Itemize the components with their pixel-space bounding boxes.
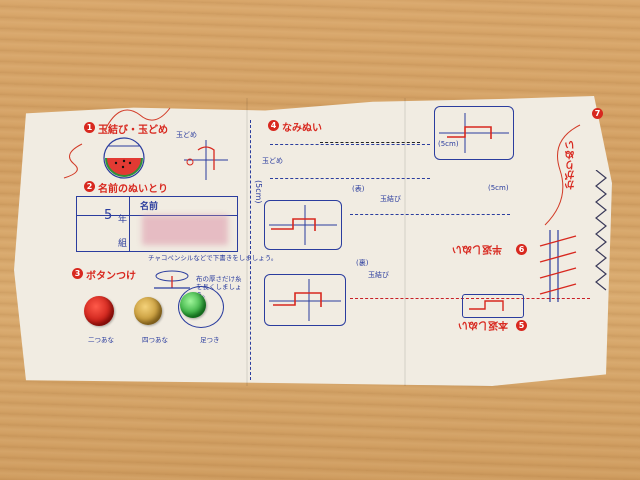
button-label-two-holes: 二つあな	[88, 336, 114, 344]
knot-diagram	[176, 140, 236, 180]
class-label: 組	[118, 239, 128, 249]
tamadome-label: 玉どめ	[262, 157, 283, 165]
section-number-6: 6	[516, 244, 527, 255]
ura-label: (裏)	[356, 259, 369, 267]
blurred-name	[142, 215, 228, 245]
section-number-5: 5	[516, 320, 527, 331]
dashed-guide-line	[350, 214, 510, 215]
section-title-running-stitch: なみぬい	[282, 123, 322, 134]
section-title-backstitch: 本返しぬい	[458, 319, 508, 330]
stitch-diagram-box	[434, 106, 514, 160]
cloth-fold-line	[404, 98, 406, 386]
loose-red-thread	[56, 140, 86, 180]
section-number-4: 4	[268, 120, 279, 131]
tamamusubi-label: 玉結び	[380, 195, 401, 203]
grade-label: 年	[118, 215, 128, 225]
button-label-four-holes: 四つあな	[142, 336, 168, 344]
cloth-fold-line	[246, 98, 248, 386]
section-number-1: 1	[84, 122, 95, 133]
name-label: 名前	[140, 202, 159, 212]
stitch-diagram-box	[462, 294, 524, 318]
section-number-2: 2	[84, 181, 95, 192]
yellow-button	[134, 297, 162, 325]
stitch-diagram-box	[264, 200, 342, 250]
section-number-7: 7	[592, 108, 603, 119]
backstitch-thread	[350, 298, 590, 299]
loose-red-thread	[530, 120, 590, 230]
button-label-shank: 足つき	[200, 336, 220, 344]
cm-label-2: (5cm)	[488, 184, 509, 192]
loose-red-thread	[100, 100, 180, 140]
overcast-stitch-diagram	[536, 226, 592, 306]
stitch-diagram-box	[264, 274, 346, 326]
section-title-knots: 玉結び・玉どめ	[98, 125, 168, 136]
dashed-guide-line	[270, 178, 430, 179]
cm-label: (5cm)	[438, 140, 459, 148]
section-title-name-embroidery: 名前のぬいとり	[98, 184, 168, 195]
omote-label: (表)	[352, 185, 365, 193]
red-button	[84, 296, 114, 326]
overcast-thread	[594, 169, 608, 300]
tamamusubi-label-2: 玉結び	[368, 271, 389, 279]
vertical-label: (5cm)	[254, 180, 263, 204]
section-title-button-sewing: ボタンつけ	[86, 271, 136, 282]
dashed-guide-line	[270, 144, 430, 145]
running-stitch-thread	[320, 142, 420, 143]
section-title-half-backstitch: 半返しぬい	[452, 243, 502, 254]
grade-value: 5	[104, 208, 113, 223]
watermelon-icon	[96, 136, 158, 180]
section-number-3: 3	[72, 268, 83, 279]
button-diagram	[150, 268, 194, 292]
vertical-dashed-line	[250, 120, 251, 380]
shank-button-circle	[178, 286, 224, 328]
chalk-note: チャコペンシルなどで下書きをしましょう。	[148, 254, 278, 262]
knot-note: 玉どめ	[176, 131, 197, 139]
